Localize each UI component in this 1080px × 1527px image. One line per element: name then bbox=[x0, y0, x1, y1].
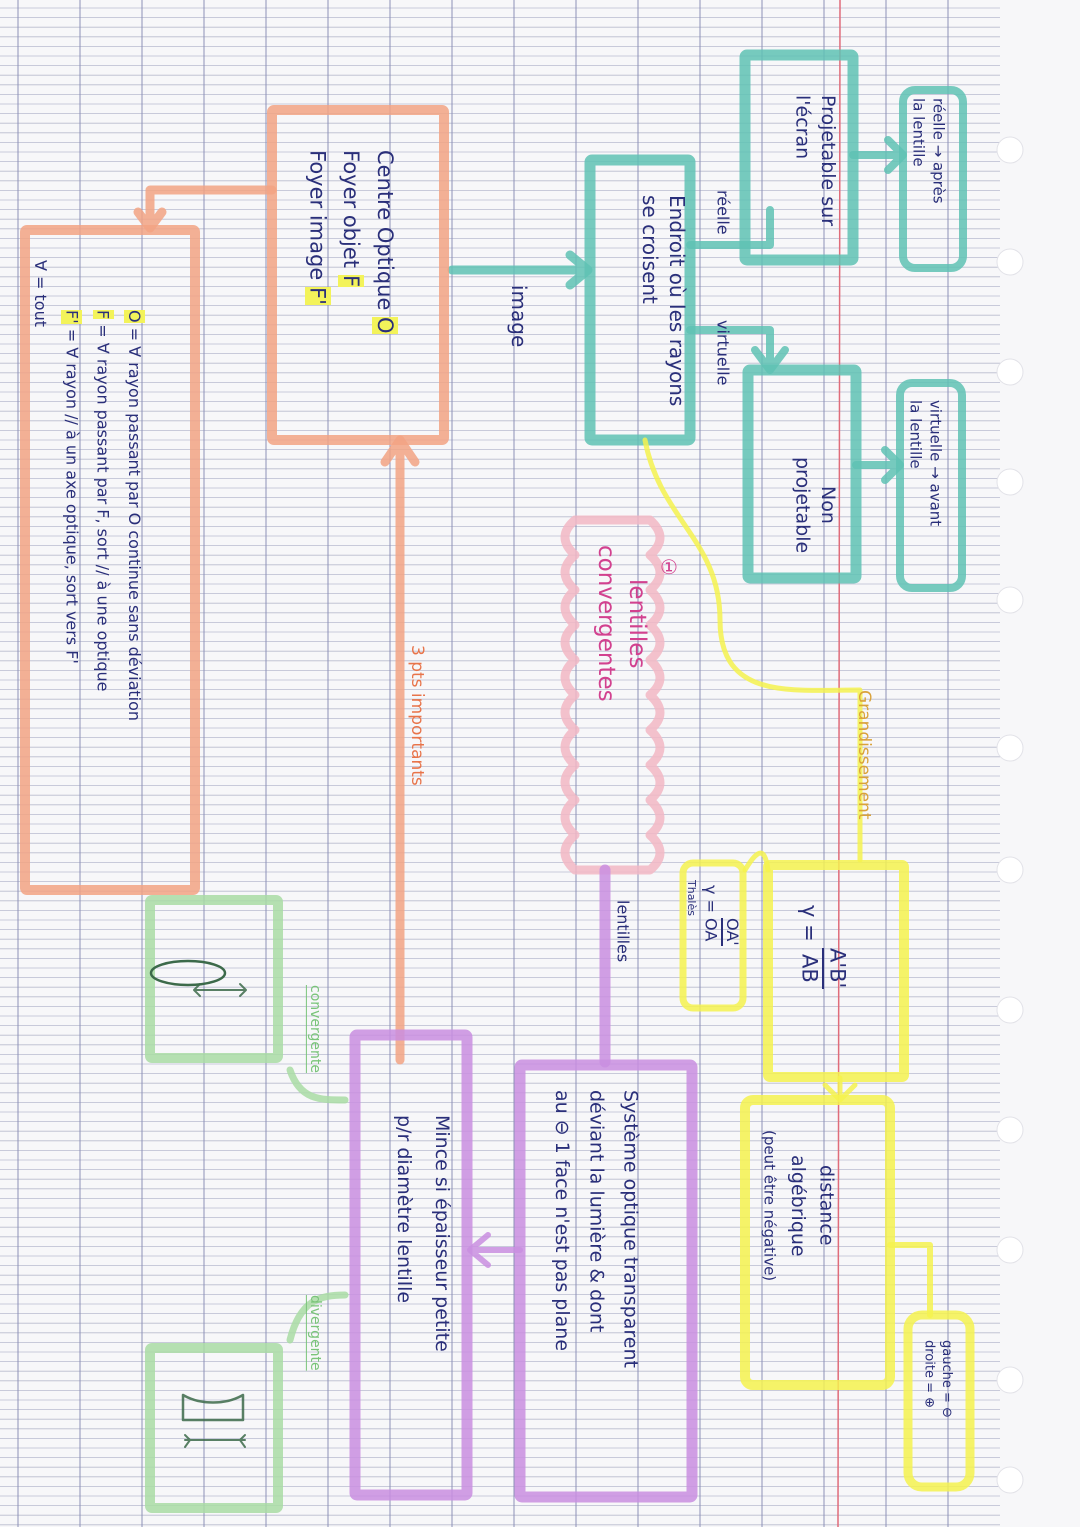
mince-box bbox=[349, 1029, 473, 1501]
thales-box bbox=[679, 859, 747, 1012]
rule-item: F = ∀ rayon passant par F, sort // à une… bbox=[92, 310, 114, 692]
divergent-link bbox=[286, 1291, 349, 1344]
grandissement-formula: γ = A'B'AB bbox=[797, 905, 850, 989]
virtual-box-text: Non projetable bbox=[791, 456, 839, 554]
thales-formula: γ = OA'OA bbox=[701, 885, 743, 946]
binder-hole bbox=[996, 1116, 1024, 1144]
binder-hole bbox=[996, 136, 1024, 164]
signs-link bbox=[887, 1242, 933, 1318]
points-caption: 3 pts importants bbox=[406, 645, 427, 786]
real-box-text: Projetable sur l'écran bbox=[791, 95, 839, 227]
real-result-text: réelle → après la lentille bbox=[908, 98, 949, 204]
rules-list: O = ∀ rayon passant par O continue sans … bbox=[25, 260, 150, 722]
lentilles-marker: ① bbox=[657, 555, 681, 579]
divergent-lens-box bbox=[145, 1343, 283, 1513]
center-node-text: Endroit où les rayons se croisent bbox=[638, 195, 689, 407]
binder-hole bbox=[996, 1236, 1024, 1264]
signs-box bbox=[903, 1310, 975, 1492]
virtual-result-box bbox=[896, 379, 966, 592]
signs-note: gauche = ⊖droite = ⊕ bbox=[921, 1340, 955, 1418]
divergent-lens-icon bbox=[181, 1393, 245, 1422]
virtual-result-arrow bbox=[852, 446, 904, 484]
point-item: Foyer objet F bbox=[338, 150, 365, 287]
rule-footnote: ∀ = tout bbox=[31, 260, 51, 327]
symbol-o: O bbox=[371, 317, 398, 334]
points-list: Centre Optique O Foyer objet F Foyer ima… bbox=[300, 150, 401, 334]
thales-label: Thalès bbox=[684, 880, 698, 916]
convergente-label: convergente bbox=[306, 985, 323, 1074]
symbol-f: F bbox=[338, 274, 365, 287]
virtual-result-line: la lentille bbox=[906, 400, 925, 469]
binder-hole bbox=[996, 996, 1024, 1024]
virtual-box bbox=[742, 364, 862, 584]
real-result-arrow bbox=[849, 136, 907, 174]
divergent-arrow-icon bbox=[184, 1434, 246, 1448]
grandissement-title: Grandissement bbox=[853, 690, 874, 820]
points-to-rules-arrow bbox=[133, 185, 277, 233]
double-arrow-icon bbox=[193, 983, 247, 997]
symbol-f-prime: F' bbox=[304, 286, 331, 305]
binder-hole bbox=[996, 734, 1024, 762]
rules-box bbox=[20, 225, 200, 895]
thales-link bbox=[742, 850, 771, 873]
lentilles-link-label: lentilles bbox=[613, 900, 633, 963]
convergent-lens-box bbox=[145, 895, 283, 1063]
point-item: Centre Optique O bbox=[371, 150, 398, 334]
definition-to-mince-arrow bbox=[467, 1232, 523, 1268]
rule-item: O = ∀ rayon passant par O continue sans … bbox=[123, 310, 145, 722]
formula-box bbox=[763, 860, 909, 1082]
real-result-box bbox=[899, 86, 967, 272]
grandissement-link bbox=[642, 437, 863, 863]
real-result-line: réelle → après bbox=[929, 98, 948, 204]
image-arrow bbox=[447, 250, 593, 290]
convergent-lens-icon bbox=[149, 959, 227, 987]
real-result-line: la lentille bbox=[909, 98, 928, 167]
binder-hole bbox=[996, 1466, 1024, 1494]
binder-hole bbox=[996, 468, 1024, 496]
virtual-label: virtuelle bbox=[713, 320, 733, 386]
binder-hole bbox=[996, 856, 1024, 884]
convergent-link bbox=[286, 1066, 349, 1104]
image-label: image bbox=[507, 285, 531, 348]
points-box bbox=[267, 105, 449, 445]
real-label: réelle bbox=[713, 190, 733, 235]
point-item: Foyer image F' bbox=[304, 150, 331, 305]
binder-hole bbox=[996, 358, 1024, 386]
virtual-result-line: virtuelle → avant bbox=[926, 400, 945, 527]
binder-hole bbox=[996, 1366, 1024, 1394]
distance-arrow bbox=[822, 1075, 858, 1103]
points-link bbox=[380, 435, 420, 1065]
real-branch bbox=[686, 206, 774, 249]
rule-item: F' = ∀ rayon // à un axe optique, sort v… bbox=[61, 310, 83, 664]
divergente-label: divergente bbox=[306, 1295, 323, 1371]
center-node-box bbox=[584, 154, 696, 446]
binder-hole bbox=[996, 586, 1024, 614]
definition-box bbox=[514, 1059, 698, 1503]
virtual-result-text: virtuelle → avant la lentille bbox=[905, 400, 946, 526]
binder-hole bbox=[996, 248, 1024, 276]
lentilles-cloud bbox=[560, 515, 665, 875]
virtual-branch bbox=[686, 326, 789, 374]
